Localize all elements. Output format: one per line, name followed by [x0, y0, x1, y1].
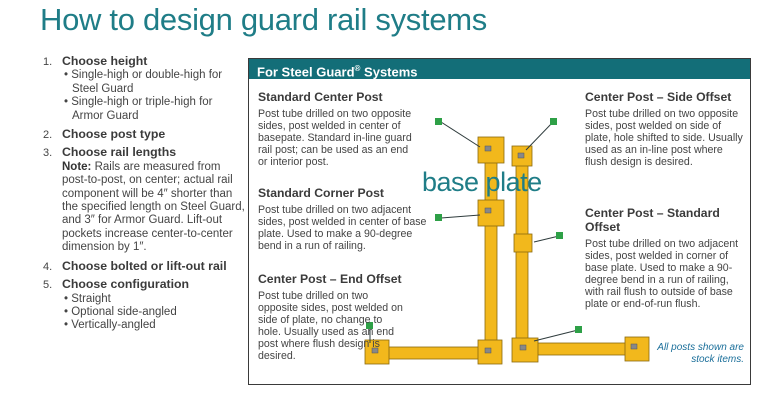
block-text: Post tube drilled on two opposite sides,… [258, 290, 403, 362]
callout-line [525, 121, 554, 151]
bullet-item: • Optional side-angled [64, 305, 177, 318]
block-text: Post tube drilled on two opposite sides,… [258, 108, 412, 168]
callout-marker [435, 118, 442, 125]
block-text: Post tube drilled on two opposite sides,… [585, 108, 743, 168]
callout-line [440, 214, 481, 219]
block-title: Standard Corner Post [258, 186, 384, 200]
step-heading: Choose bolted or lift-out rail [62, 258, 227, 273]
bolt-hole [517, 152, 525, 159]
step-heading: Choose post type [62, 127, 166, 142]
block-title: Center Post – Standard Offset [585, 206, 720, 234]
base-plate-overlay-label: base plate [422, 167, 542, 197]
step-heading: Choose configuration [62, 277, 190, 292]
step-number: 2. [43, 129, 53, 142]
callout-marker [550, 118, 557, 125]
panel-header: For Steel Guard® Systems [249, 59, 750, 79]
step-post-type: 2. Choose post type [40, 127, 245, 142]
step-heading: Choose height [62, 54, 148, 68]
bolt-hole [484, 207, 492, 214]
page-title: How to design guard rail systems [40, 2, 487, 37]
block-title: Center Post – End Offset [258, 272, 402, 286]
block-title: Standard Center Post [258, 90, 383, 104]
bullet-item: • Vertically-angled [64, 319, 156, 332]
stock-items-note: All posts shown are stock items. [657, 342, 744, 365]
callout-line [533, 329, 579, 342]
block-center-standard-offset: Center Post – Standard Offset Post tube … [585, 206, 743, 310]
bolt-hole [484, 145, 492, 152]
callout-marker [366, 322, 373, 329]
end-offset-left-plate [364, 339, 390, 365]
callout-marker [435, 214, 442, 221]
block-title: Center Post – Side Offset [585, 90, 732, 104]
block-standard-corner-post: Standard Corner Post Post tube drilled o… [258, 186, 428, 252]
standard-offset-base-plate [513, 233, 533, 253]
bolt-hole [630, 343, 638, 350]
block-standard-center-post: Standard Center Post Post tube drilled o… [258, 90, 418, 168]
steps-list: 1. Choose height • Single-high or double… [40, 54, 245, 338]
step-number: 1. [43, 56, 53, 68]
bullet-item: • Single-high or triple-high for Armor G… [64, 96, 213, 122]
block-text: Post tube drilled on two adjacent sides,… [258, 204, 427, 252]
callout-line [440, 121, 481, 148]
step-configuration: 5. Choose configuration • Straight • Opt… [40, 277, 245, 333]
bolt-hole [484, 347, 492, 354]
step-number: 3. [43, 147, 53, 160]
block-text: Post tube drilled on two adjacent sides,… [585, 238, 739, 310]
step-number: 4. [43, 260, 53, 273]
rail-length-note: Note: Rails are measured from post-to-po… [62, 160, 245, 254]
callout-line [533, 235, 560, 243]
bullet-item: • Single-high or double-high for Steel G… [64, 69, 223, 95]
bolt-hole [519, 344, 527, 351]
step-heading: Choose rail lengths [62, 145, 177, 160]
bolt-hole [371, 347, 379, 354]
block-center-side-offset: Center Post – Side Offset Post tube dril… [585, 90, 745, 168]
step-bolted-liftout: 4. Choose bolted or lift-out rail [40, 258, 245, 273]
callout-marker [556, 232, 563, 239]
block-center-end-offset: Center Post – End Offset Post tube drill… [258, 272, 408, 362]
step-number: 5. [43, 279, 53, 292]
step-rail-lengths: 3. Choose rail lengths Note: Rails are m… [40, 146, 245, 254]
bullet-item: • Straight [64, 292, 111, 305]
step-height: 1. Choose height • Single-high or double… [40, 54, 245, 123]
callout-marker [575, 326, 582, 333]
